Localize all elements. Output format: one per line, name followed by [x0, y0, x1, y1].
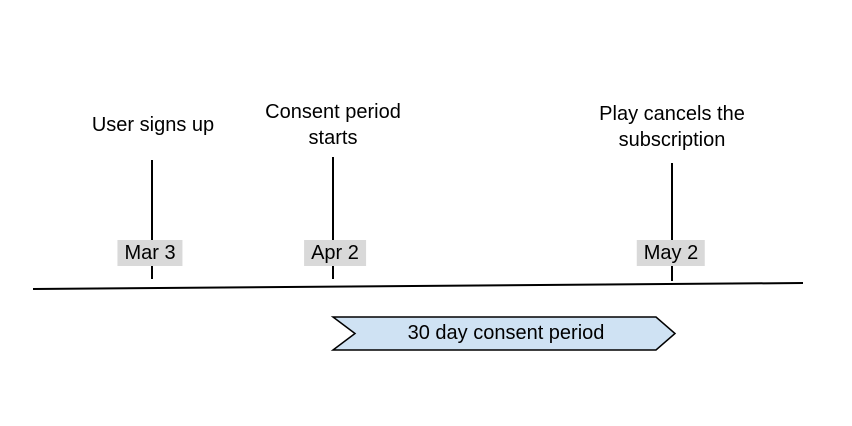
consent-period-banner-label: 30 day consent period: [407, 322, 605, 344]
event-label-signup: User signs up: [91, 114, 215, 136]
timeline-axis: [32, 282, 804, 290]
event-label-cancel: Play cancels the subscription: [599, 103, 745, 151]
consent-period-banner-shape: [330, 316, 677, 351]
date-badge-mar-3: Mar 3: [117, 240, 183, 266]
event-label-consent-start: Consent period starts: [265, 101, 401, 149]
date-badge-may-2: May 2: [636, 240, 706, 266]
date-badge-apr-2: Apr 2: [304, 240, 366, 266]
